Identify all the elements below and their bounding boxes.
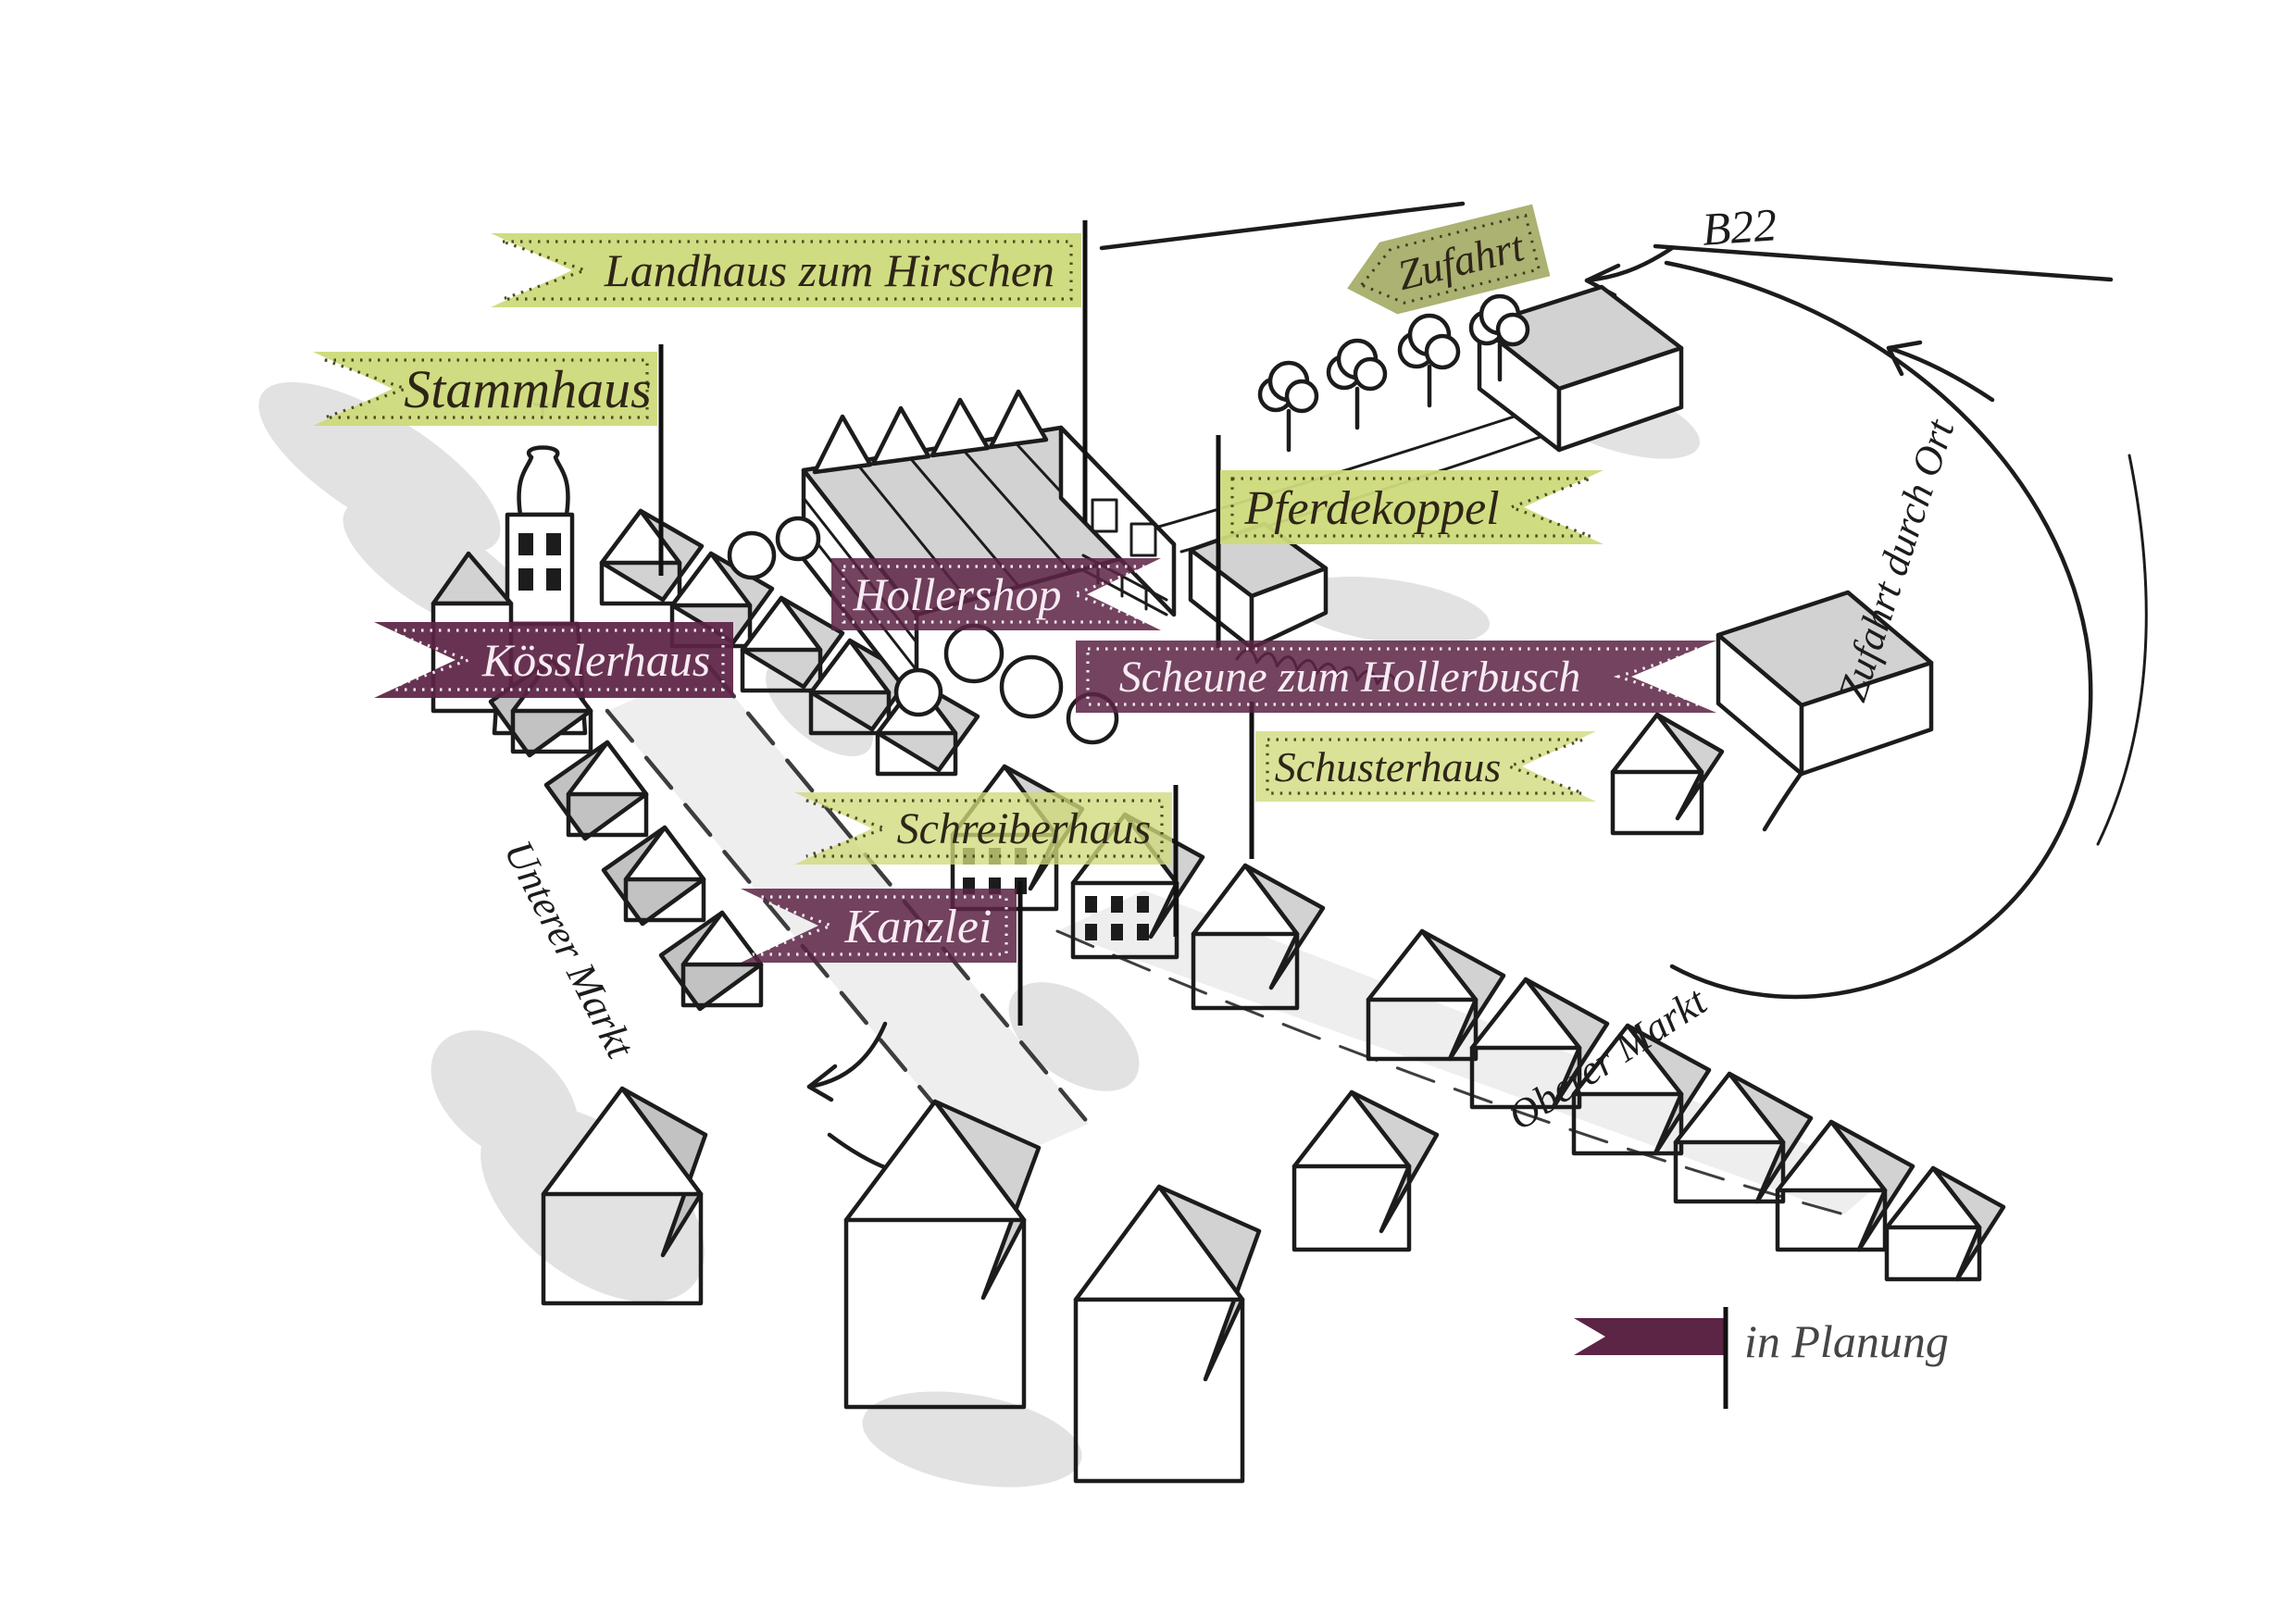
banner-stammhaus-border (324, 358, 649, 419)
b22-road (1099, 201, 2114, 282)
banner-schreiberhaus-shape (794, 792, 1172, 865)
banner-koesslerhaus-border (385, 629, 725, 691)
banner-hollershop-shape (831, 558, 1161, 630)
sign-zufahrt-border (1359, 213, 1541, 305)
banner-koesslerhaus-label: Kösslerhaus (481, 634, 710, 686)
schusterhaus-building (1610, 712, 1725, 836)
banner-pferdekoppel: Pferdekoppel (1220, 470, 1603, 544)
sign-zufahrt-shape (1347, 204, 1551, 315)
banner-schreiberhaus: Schreiberhaus (794, 792, 1172, 865)
banner-landhaus-label: Landhaus zum Hirschen (604, 244, 1054, 296)
upper-row-houses (599, 508, 980, 777)
banner-stammhaus-shape (313, 352, 657, 426)
legend-label: in Planung (1744, 1315, 1949, 1367)
leader-lines (658, 220, 1254, 1026)
banner-kanzlei-label: Kanzlei (844, 901, 992, 953)
loop-road (1664, 260, 2148, 1000)
banner-pferdekoppel-shape (1220, 470, 1603, 544)
banner-schreiberhaus-border (805, 799, 1164, 858)
banner-kanzlei-shape (741, 889, 1017, 963)
roadside-trees (1257, 293, 1530, 453)
banner-pferdekoppel-label: Pferdekoppel (1243, 482, 1499, 535)
banner-koesslerhaus-shape (374, 622, 733, 698)
banner-koesslerhaus: Kösslerhaus (374, 622, 733, 698)
banner-landhaus-shape (491, 233, 1081, 307)
scheune-barn (1716, 590, 1934, 777)
banner-schusterhaus: Schusterhaus (1255, 731, 1596, 802)
foreground-houses (541, 1086, 1440, 1484)
banner-hollershop-label: Hollershop (853, 568, 1062, 620)
banner-scheune-label: Scheune zum Hollerbusch (1119, 653, 1581, 702)
banner-scheune: Scheune zum Hollerbusch (1076, 641, 1716, 713)
banner-pferdekoppel-border (1230, 477, 1591, 538)
arrow-street-left-icon (806, 1021, 888, 1102)
banner-schusterhaus-label: Schusterhaus (1275, 743, 1502, 790)
banner-kanzlei-border (752, 895, 1008, 956)
banner-stammhaus: Stammhaus (313, 352, 657, 426)
legend-flag-icon (1574, 1318, 1724, 1355)
yard-bushes (727, 516, 1119, 745)
window-dots (1085, 896, 1149, 940)
oberer-markt-row-houses (1366, 928, 2006, 1282)
banner-stammhaus-label: Stammhaus (404, 359, 651, 419)
banner-hollershop: Hollershop (831, 558, 1161, 630)
banner-schusterhaus-shape (1255, 731, 1596, 802)
banner-landhaus: Landhaus zum Hirschen (491, 233, 1081, 307)
banner-schreiberhaus-label: Schreiberhaus (897, 804, 1152, 853)
sign-zufahrt: Zufahrt (1347, 204, 1551, 315)
label-b22: B22 (1701, 198, 1778, 255)
legend: in Planung (1574, 1307, 1949, 1409)
banner-hollershop-border (842, 565, 1149, 624)
arrow-loop-top-icon (1886, 340, 1995, 403)
oberer-markt-street (1055, 929, 1846, 1216)
banner-scheune-shape (1076, 641, 1716, 713)
banner-kanzlei: Kanzlei (741, 889, 1017, 963)
unterer-markt-street (605, 664, 1092, 1171)
